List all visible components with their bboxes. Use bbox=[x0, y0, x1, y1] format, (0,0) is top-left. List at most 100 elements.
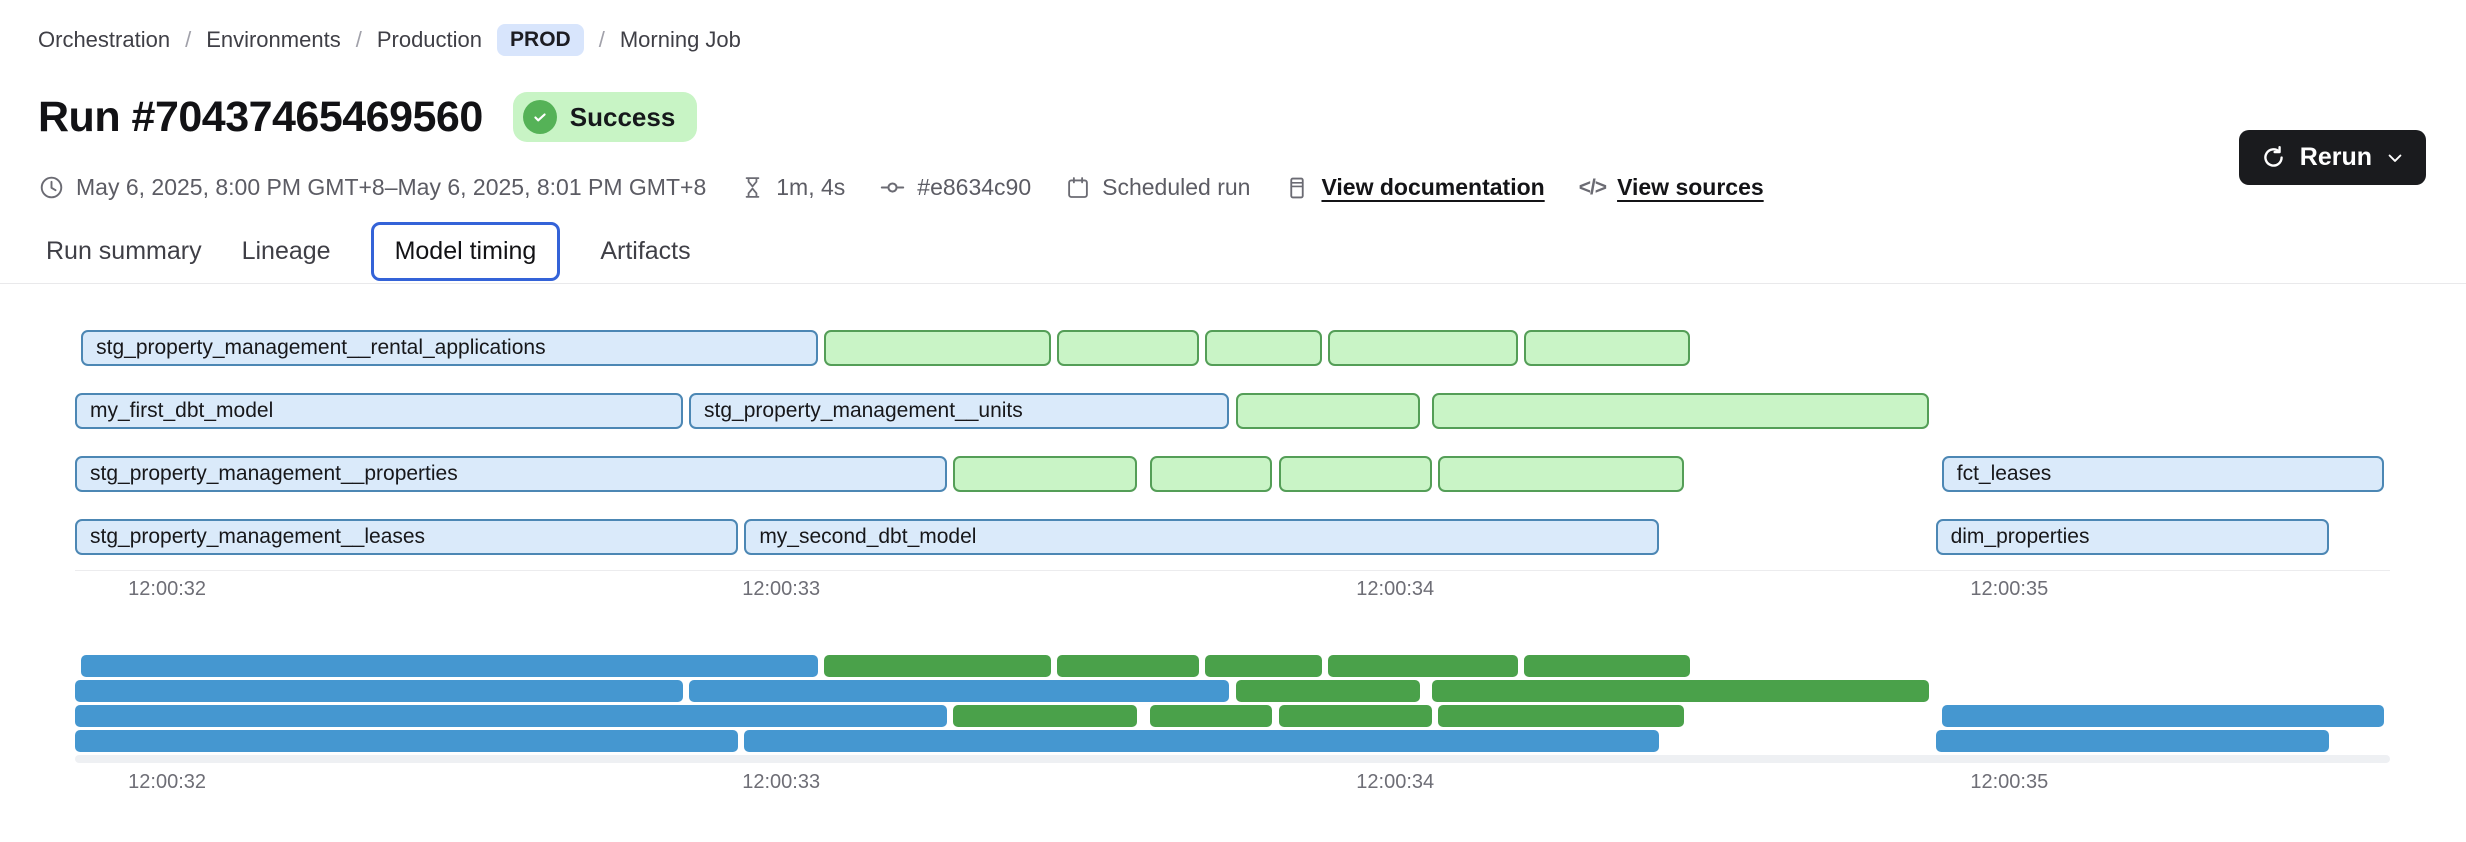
breadcrumb-production[interactable]: Production bbox=[376, 27, 483, 52]
time-axis-detail: 12:00:32 12:00:33 12:00:34 12:00:35 bbox=[75, 578, 2390, 604]
run-commit: #e8634c90 bbox=[879, 174, 1031, 201]
axis-tick-label: 12:00:33 bbox=[742, 771, 821, 793]
calendar-icon bbox=[1068, 176, 1088, 198]
view-sources[interactable]: </> View sources bbox=[1579, 174, 1764, 201]
model-timing-minimap bbox=[75, 655, 2390, 755]
minimap-test-bar[interactable] bbox=[1278, 705, 1433, 727]
clock-icon bbox=[40, 176, 63, 199]
chevron-down-icon bbox=[2388, 154, 2402, 162]
model-bar-label: stg_property_management__properties bbox=[90, 462, 458, 485]
axis-tick-label: 12:00:34 bbox=[1356, 578, 1435, 600]
model-bar-label: my_first_dbt_model bbox=[90, 399, 274, 422]
axis-tick-label: 12:00:32 bbox=[128, 771, 207, 793]
axis-tick-label: 12:00:34 bbox=[1356, 771, 1435, 793]
axis-tick-label: 12:00:32 bbox=[128, 578, 207, 600]
timeline-brush-track[interactable] bbox=[75, 755, 2390, 763]
test-timing-bar[interactable] bbox=[1432, 393, 1930, 429]
minimap-test-bar[interactable] bbox=[824, 655, 1052, 677]
minimap-model-bar[interactable] bbox=[75, 705, 947, 727]
run-time-range: May 6, 2025, 8:00 PM GMT+8–May 6, 2025, … bbox=[38, 174, 706, 201]
test-timing-bar[interactable] bbox=[1204, 330, 1322, 366]
model-timing-bar[interactable]: stg_property_management__leases bbox=[75, 519, 739, 555]
git-commit-icon bbox=[881, 182, 905, 193]
minimap-model-bar[interactable] bbox=[75, 730, 739, 752]
model-timing-bar[interactable]: stg_property_management__rental_applicat… bbox=[81, 330, 818, 366]
run-duration: 1m, 4s bbox=[740, 174, 845, 201]
chart-baseline bbox=[75, 570, 2390, 571]
minimap-test-bar[interactable] bbox=[1438, 705, 1684, 727]
hourglass-icon bbox=[745, 177, 760, 198]
model-bar-label: dim_properties bbox=[1950, 525, 2090, 548]
minimap-test-bar[interactable] bbox=[1327, 655, 1519, 677]
minimap-model-bar[interactable] bbox=[75, 680, 683, 702]
duration-text: 1m, 4s bbox=[776, 174, 846, 200]
axis-tick-label: 12:00:35 bbox=[1970, 771, 2049, 793]
minimap-model-bar[interactable] bbox=[1935, 730, 2329, 752]
view-documentation-link[interactable]: View documentation bbox=[1321, 174, 1545, 200]
breadcrumb-orchestration[interactable]: Orchestration bbox=[38, 27, 171, 52]
tabs-divider bbox=[0, 283, 2466, 284]
test-timing-bar[interactable] bbox=[1438, 456, 1684, 492]
test-timing-bar[interactable] bbox=[953, 456, 1138, 492]
minimap-test-bar[interactable] bbox=[1235, 680, 1420, 702]
tab-lineage[interactable]: Lineage bbox=[241, 237, 331, 265]
model-timing-chart: stg_property_management__rental_applicat… bbox=[75, 330, 2390, 560]
minimap-test-bar[interactable] bbox=[953, 705, 1138, 727]
minimap-model-bar[interactable] bbox=[81, 655, 818, 677]
run-trigger: Scheduled run bbox=[1065, 174, 1250, 201]
model-timing-bar[interactable]: dim_properties bbox=[1935, 519, 2329, 555]
axis-tick-label: 12:00:33 bbox=[742, 578, 821, 600]
run-meta-row: May 6, 2025, 8:00 PM GMT+8–May 6, 2025, … bbox=[38, 174, 1764, 201]
rerun-label: Rerun bbox=[2299, 143, 2372, 171]
refresh-icon bbox=[2263, 145, 2283, 167]
minimap-model-bar[interactable] bbox=[1941, 705, 2384, 727]
code-icon: </> bbox=[1578, 175, 1607, 199]
view-documentation[interactable]: View documentation bbox=[1284, 174, 1545, 201]
model-bar-label: stg_property_management__rental_applicat… bbox=[96, 336, 546, 359]
breadcrumb-separator: / bbox=[185, 27, 192, 52]
minimap-test-bar[interactable] bbox=[1057, 655, 1199, 677]
breadcrumb-environments[interactable]: Environments bbox=[206, 27, 341, 52]
minimap-test-bar[interactable] bbox=[1149, 705, 1273, 727]
test-timing-bar[interactable] bbox=[1327, 330, 1519, 366]
minimap-test-bar[interactable] bbox=[1432, 680, 1930, 702]
model-timing-bar[interactable]: stg_property_management__units bbox=[689, 393, 1230, 429]
model-timing-bar[interactable]: fct_leases bbox=[1941, 456, 2384, 492]
environment-badge: PROD bbox=[497, 24, 584, 56]
minimap-model-bar[interactable] bbox=[744, 730, 1660, 752]
rerun-button[interactable]: Rerun bbox=[2238, 130, 2426, 185]
time-axis-minimap: 12:00:32 12:00:33 12:00:34 12:00:35 bbox=[75, 771, 2390, 797]
success-check-icon bbox=[522, 100, 557, 134]
test-timing-bar[interactable] bbox=[824, 330, 1052, 366]
model-timing-bar[interactable]: my_first_dbt_model bbox=[75, 393, 683, 429]
title-row: Run #70437465469560 Success bbox=[38, 92, 698, 142]
test-timing-bar[interactable] bbox=[1524, 330, 1690, 366]
test-timing-bar[interactable] bbox=[1235, 393, 1420, 429]
minimap-model-bar[interactable] bbox=[689, 680, 1230, 702]
minimap-test-bar[interactable] bbox=[1204, 655, 1322, 677]
minimap-test-bar[interactable] bbox=[1524, 655, 1690, 677]
breadcrumb-morning-job[interactable]: Morning Job bbox=[619, 27, 741, 52]
status-badge: Success bbox=[512, 92, 698, 142]
view-sources-link[interactable]: View sources bbox=[1617, 174, 1764, 200]
test-timing-bar[interactable] bbox=[1149, 456, 1273, 492]
page-title: Run #70437465469560 bbox=[38, 92, 483, 141]
breadcrumb: Orchestration / Environments / Productio… bbox=[38, 24, 741, 56]
model-bar-label: stg_property_management__leases bbox=[90, 525, 426, 548]
model-bar-label: my_second_dbt_model bbox=[759, 525, 977, 548]
tab-run-summary[interactable]: Run summary bbox=[46, 237, 202, 265]
tab-model-timing[interactable]: Model timing bbox=[370, 222, 561, 281]
model-bar-label: stg_property_management__units bbox=[704, 399, 1023, 422]
model-timing-bar[interactable]: my_second_dbt_model bbox=[744, 519, 1660, 555]
commit-hash-text: #e8634c90 bbox=[917, 174, 1032, 200]
breadcrumb-separator: / bbox=[598, 27, 605, 52]
model-bar-label: fct_leases bbox=[1956, 462, 2052, 485]
test-timing-bar[interactable] bbox=[1278, 456, 1433, 492]
test-timing-bar[interactable] bbox=[1057, 330, 1199, 366]
status-label: Success bbox=[569, 101, 676, 132]
axis-tick-label: 12:00:35 bbox=[1970, 578, 2049, 600]
model-timing-bar[interactable]: stg_property_management__properties bbox=[75, 456, 947, 492]
document-icon bbox=[1290, 177, 1305, 198]
tab-artifacts[interactable]: Artifacts bbox=[600, 237, 691, 265]
